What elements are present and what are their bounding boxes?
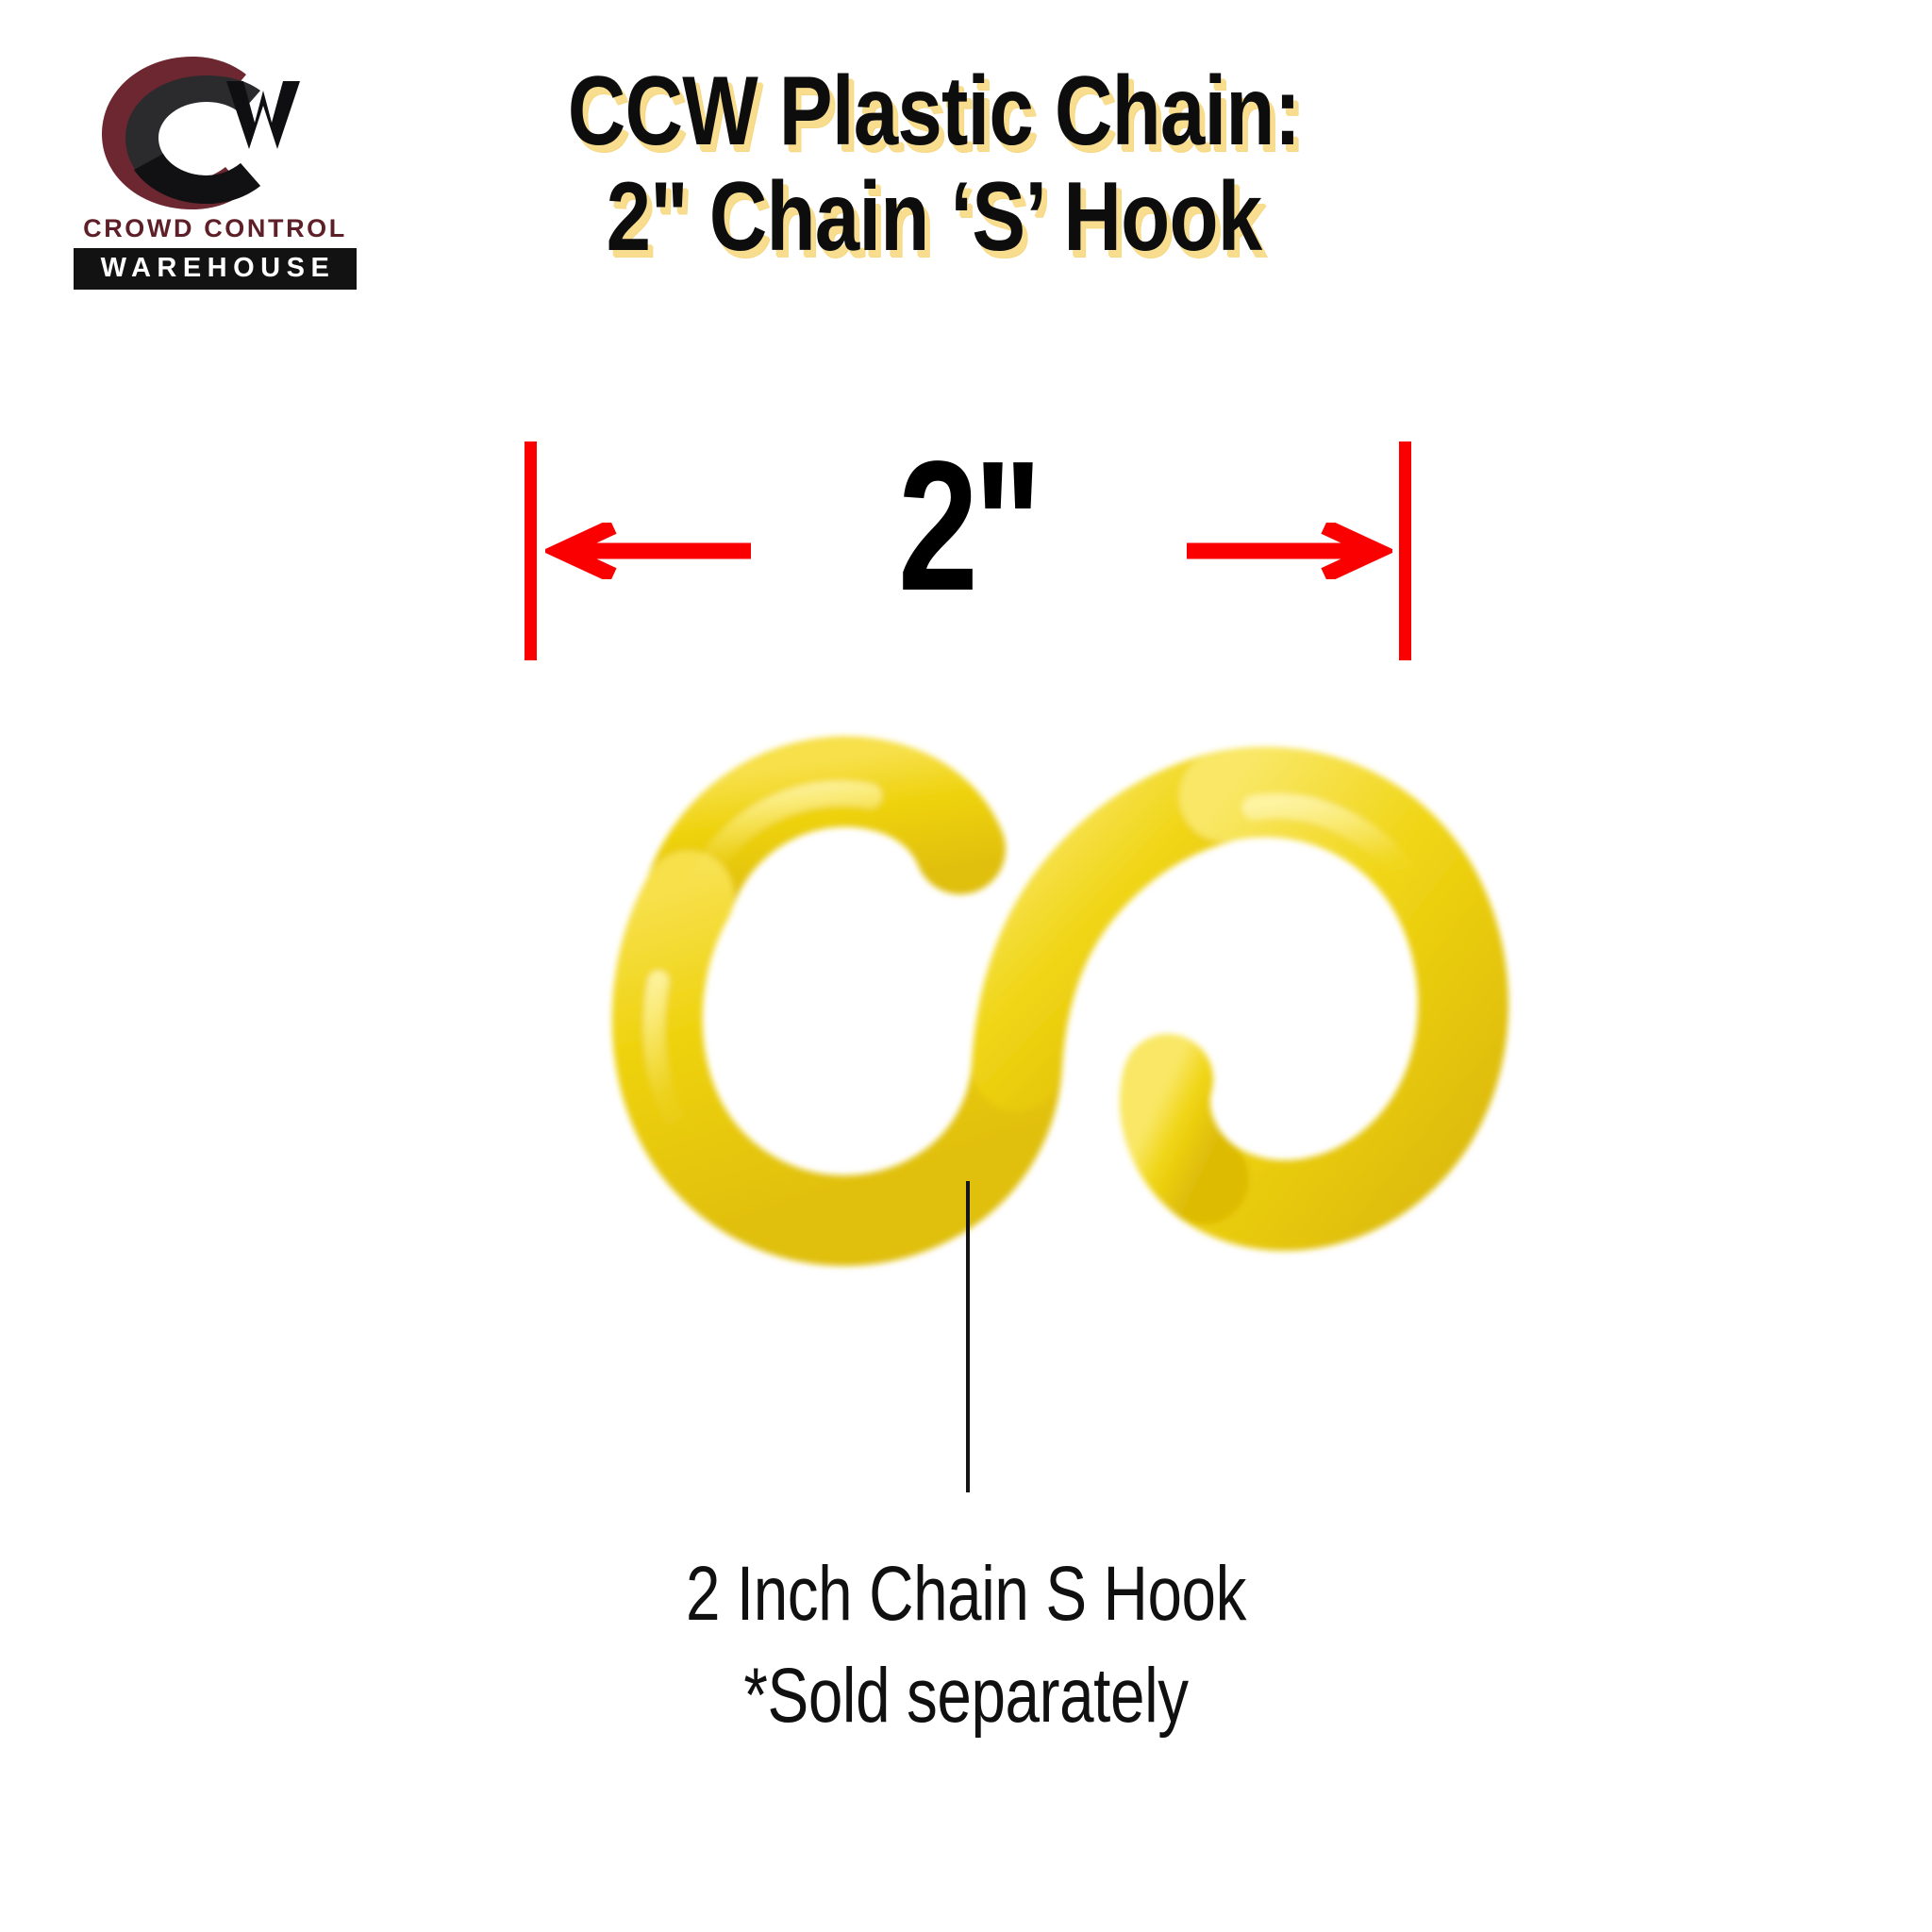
dimension-tick-left-icon [525, 441, 537, 660]
ccw-monogram-icon [83, 43, 300, 213]
brand-line-crowd-control: CROWD CONTROL [83, 214, 347, 242]
product-s-hook-image [406, 698, 1538, 1358]
brand-warehouse-bar: WAREHOUSE [74, 248, 357, 291]
dimension-annotation: 2" [525, 434, 1411, 668]
title-line-1: CCW Plastic Chain: [567, 57, 1301, 166]
brand-logo: CROWD CONTROL WAREHOUSE [74, 43, 375, 296]
caption-leader-line [966, 1181, 970, 1492]
dimension-tick-right-icon [1399, 441, 1411, 660]
caption-line-1: 2 Inch Chain S Hook [685, 1551, 1247, 1637]
arrow-left-icon [545, 523, 753, 579]
brand-wordmark: CROWD CONTROL WAREHOUSE [74, 214, 357, 291]
dimension-label: 2" [897, 423, 1042, 629]
product-caption: 2 Inch Chain S Hook *Sold separately [306, 1543, 1626, 1747]
brand-line-warehouse: WAREHOUSE [100, 253, 336, 284]
caption-line-2: *Sold separately [743, 1653, 1189, 1740]
page-title: CCW Plastic Chain: 2" Chain ‘S’ Hook [377, 58, 1491, 271]
title-line-2: 2" Chain ‘S’ Hook [606, 162, 1262, 273]
arrow-right-icon [1185, 523, 1392, 579]
